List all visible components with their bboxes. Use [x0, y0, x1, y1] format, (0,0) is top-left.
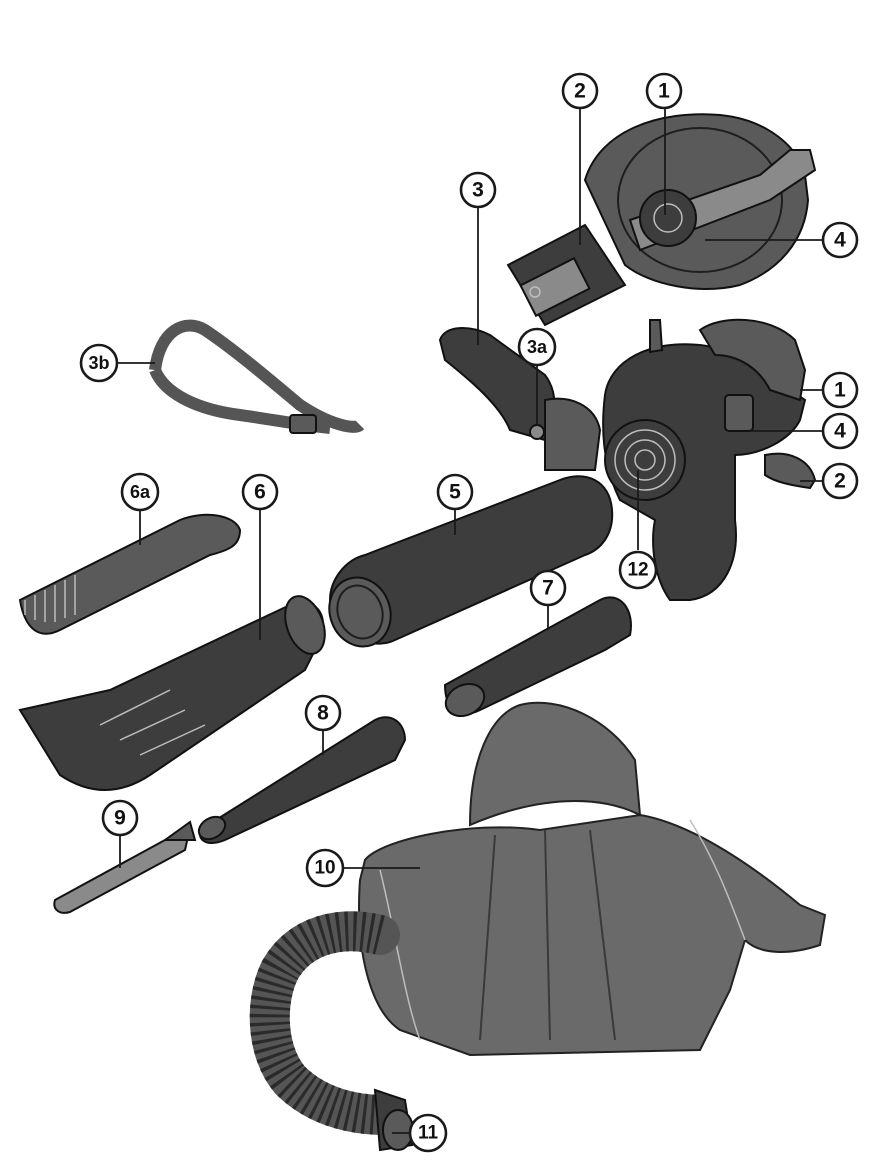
callout-11: 11	[410, 1115, 446, 1151]
callout-label: 3b	[88, 353, 109, 373]
collection-bag	[359, 703, 825, 1055]
callout-label: 4	[834, 420, 846, 443]
callout-6: 6	[243, 475, 277, 509]
callout-4-right: 4	[823, 414, 857, 448]
callout-label: 11	[418, 1123, 439, 1144]
callout-label: 5	[449, 481, 461, 504]
callout-6a: 6a	[122, 474, 158, 510]
callout-2-top: 2	[563, 74, 597, 108]
callout-label: 1	[658, 80, 670, 103]
callout-4-top: 4	[823, 223, 857, 257]
callout-3: 3	[461, 173, 495, 207]
callout-label: 2	[834, 470, 846, 493]
callout-7: 7	[531, 571, 565, 605]
callout-2-right: 2	[823, 464, 857, 498]
callout-8: 8	[306, 696, 340, 730]
callout-10: 10	[307, 850, 343, 886]
callout-label: 10	[314, 858, 335, 879]
shoulder-strap	[155, 326, 360, 433]
callout-label: 2	[574, 80, 586, 103]
callout-5: 5	[438, 475, 472, 509]
callout-label: 7	[542, 577, 554, 600]
callout-label: 6	[254, 481, 266, 504]
callout-label: 3a	[527, 337, 548, 357]
callout-9: 9	[103, 801, 137, 835]
callout-1-right: 1	[823, 373, 857, 407]
callout-label: 4	[834, 229, 846, 252]
callout-label: 12	[627, 560, 648, 581]
callout-label: 8	[317, 702, 329, 725]
callout-label: 6a	[130, 482, 151, 502]
callout-label: 1	[834, 379, 846, 402]
callout-label: 3	[472, 179, 484, 202]
rake-attachment	[20, 515, 240, 634]
callout-3a: 3a	[519, 329, 555, 365]
motor-housing-detail-view	[508, 114, 815, 325]
callout-12: 12	[620, 552, 656, 588]
narrow-nozzle-tube	[195, 717, 405, 843]
callout-label: 9	[114, 807, 126, 830]
callout-1-top: 1	[647, 74, 681, 108]
callout-3b: 3b	[81, 345, 117, 381]
